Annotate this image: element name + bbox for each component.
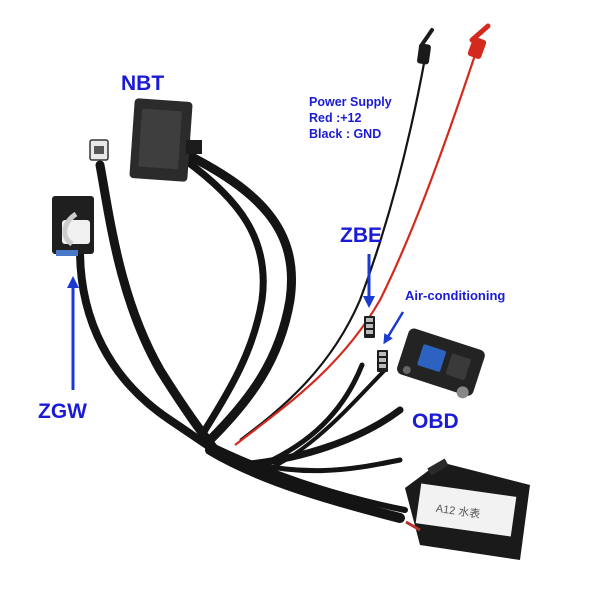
red-clip-jaw: [469, 23, 491, 43]
power-supply-title: Power Supply: [309, 95, 392, 109]
zbe-connector: [364, 316, 375, 338]
obd-label: OBD: [412, 410, 459, 433]
air-conditioning-connector: [377, 350, 388, 372]
black-clip-jaw: [419, 28, 434, 48]
air-conditioning-arrow: [383, 311, 405, 345]
nbt-label: NBT: [121, 72, 165, 95]
small-white-connector: [89, 139, 109, 161]
cable-bundle: [76, 145, 408, 523]
zgw-label: ZGW: [38, 400, 87, 423]
red-clip: [467, 37, 487, 59]
obd-connector: [397, 328, 485, 399]
power-supply-note: Power Supply Red :+12 Black : GND: [309, 94, 392, 142]
zbe-label: ZBE: [340, 224, 382, 247]
power-supply-red: Red :+12: [309, 111, 362, 125]
air-conditioning-label: Air-conditioning: [405, 288, 506, 303]
black-clip: [417, 43, 431, 65]
power-supply-black: Black : GND: [309, 127, 382, 141]
annotation-arrows: [67, 254, 405, 390]
red-wire: [234, 54, 477, 446]
zgw-connector: [52, 196, 94, 256]
black-wire: [239, 57, 427, 441]
nbt-connector: [129, 98, 202, 182]
interface-module: A12 水表: [405, 458, 530, 560]
